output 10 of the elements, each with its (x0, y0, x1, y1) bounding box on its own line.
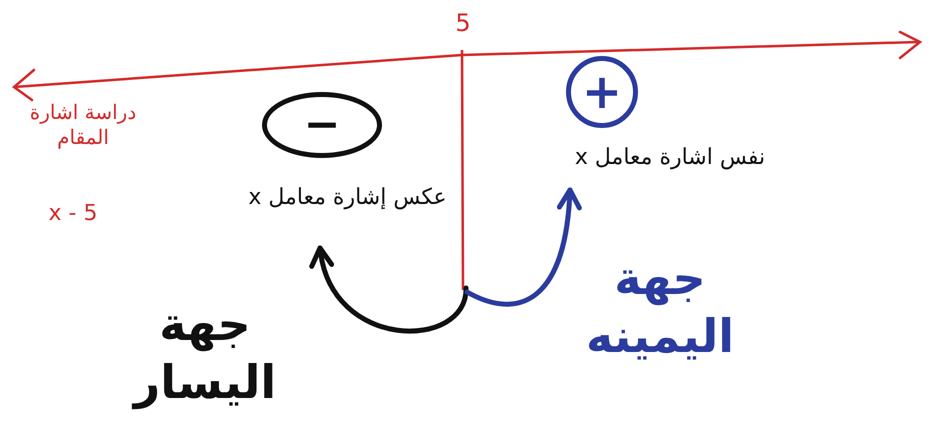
rule-text: نفس اشارة معامل x (500, 130, 840, 186)
side-label: جهة اليسار (130, 296, 278, 411)
annotation-text: دراسة اشارة المقام (28, 100, 138, 150)
plus-sign-circle: + (566, 56, 638, 128)
curved-arrow (464, 188, 582, 307)
curved-arrow (311, 246, 468, 334)
side-label: جهة اليمينه (584, 250, 736, 364)
minus-sign-circle: − (262, 92, 382, 158)
tick-label: 5 (454, 8, 472, 38)
factor-label: x - 5 (48, 200, 98, 228)
